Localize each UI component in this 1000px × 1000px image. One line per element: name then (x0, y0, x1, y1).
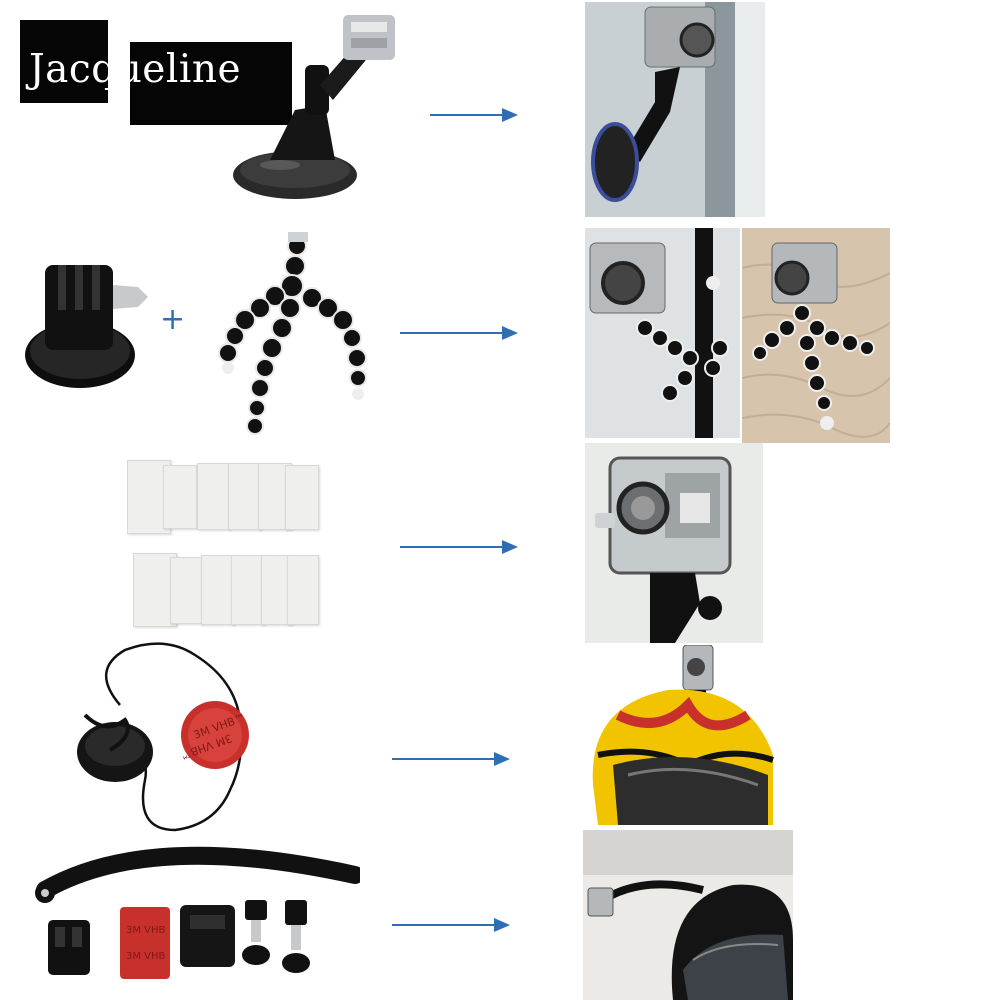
helmet-arm-mount-kit-image: 3M VHB 3M VHB (35, 846, 360, 979)
camera-on-helmet-arm-photo (583, 830, 793, 1000)
camera-on-yellow-helmet-photo (588, 645, 776, 825)
logo-background-right (130, 42, 292, 125)
arrow-row-5 (392, 918, 510, 932)
camera-on-pole-photo (585, 228, 740, 438)
tripod-adapter-image (25, 265, 148, 388)
suction-cup-mount-image (233, 15, 395, 199)
camera-in-housing-photo (585, 443, 763, 643)
camera-on-window-photo (585, 2, 765, 217)
arrow-row-2 (400, 326, 518, 340)
helmet-tether-image: 3M VHB™ 3M VHB™ (77, 642, 249, 832)
plus-sign: + (160, 302, 186, 337)
arrow-row-4 (392, 752, 510, 766)
arrow-row-3 (400, 540, 518, 554)
brand-logo: Jacqueline (29, 47, 242, 92)
arrow-row-1 (430, 108, 518, 122)
anti-fog-inserts-image (125, 455, 325, 635)
logo-background-left (20, 20, 108, 103)
octopus-tripod-image (218, 232, 367, 435)
svg-text:3M VHB: 3M VHB (126, 951, 166, 962)
svg-text:3M VHB: 3M VHB (126, 925, 166, 936)
camera-on-tripod-ground-photo (742, 228, 890, 443)
